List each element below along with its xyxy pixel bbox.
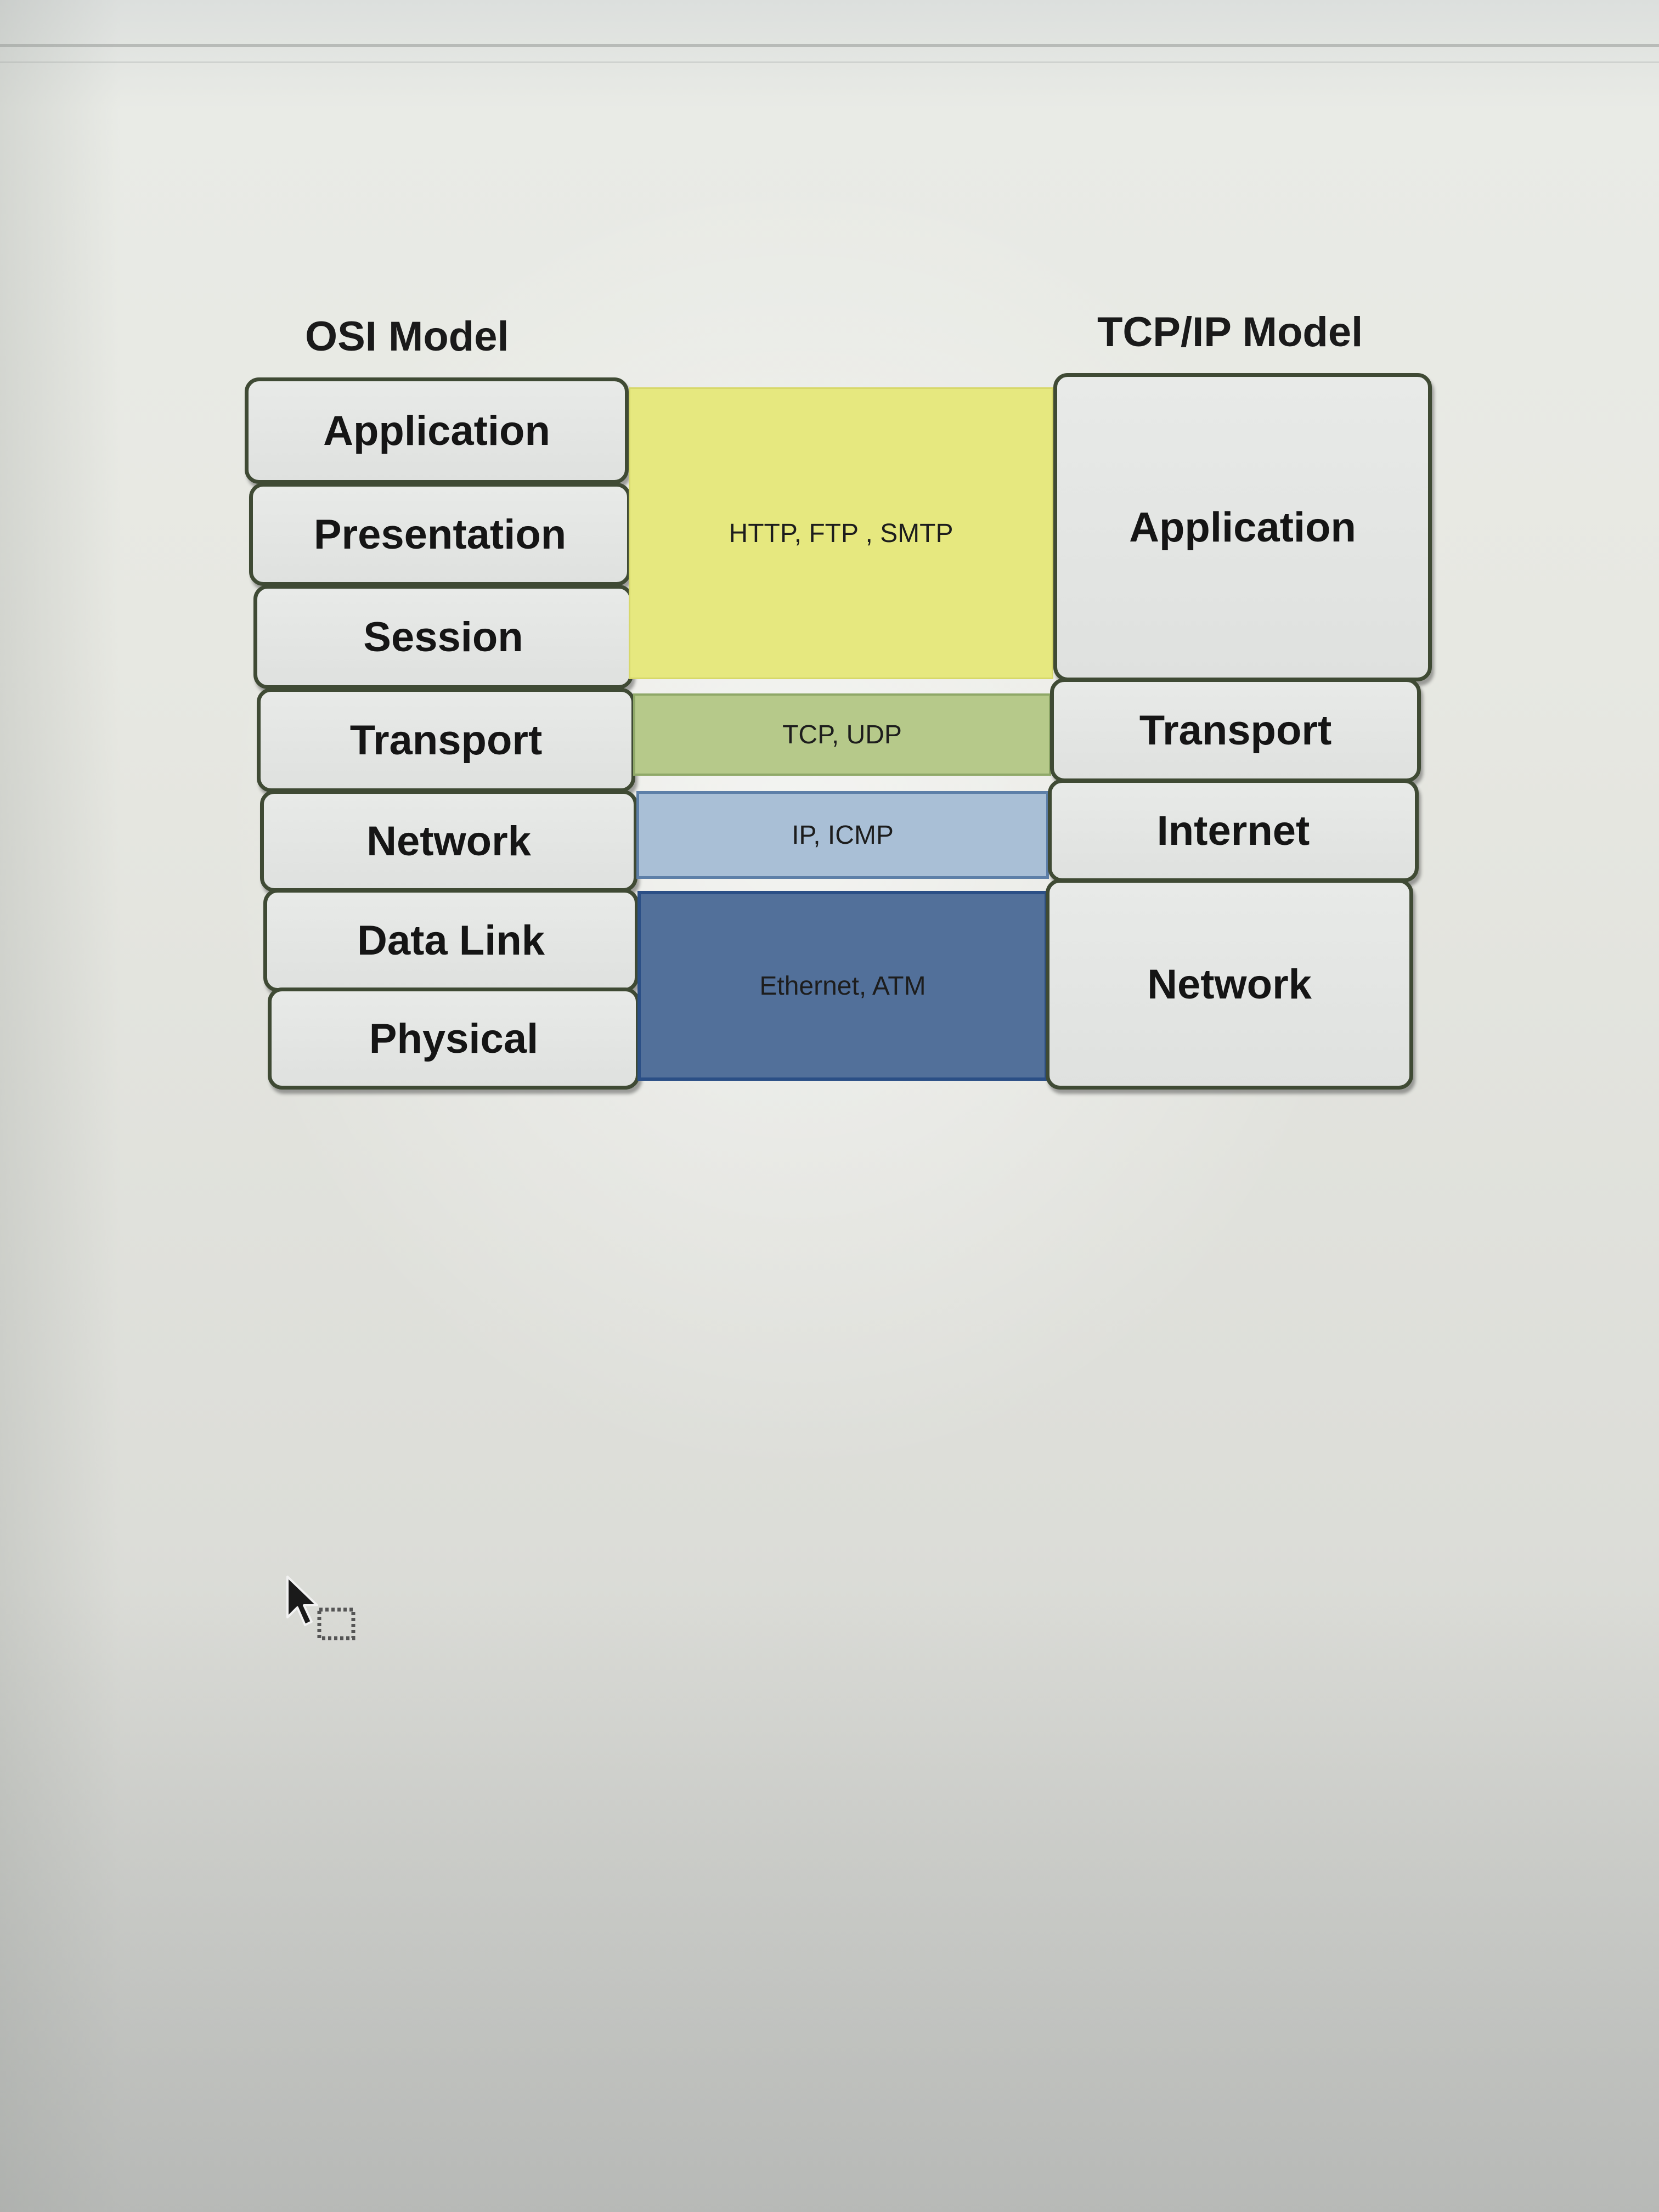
protocol-band-network: Ethernet, ATM [637,891,1048,1081]
mouse-pointer-with-selection-icon [285,1575,368,1646]
osi-layer-data-link: Data Link [263,889,639,992]
osi-layer-label: Application [323,407,550,454]
osi-layer-transport: Transport [257,688,635,792]
osi-layer-network: Network [260,790,637,892]
osi-layer-label: Session [363,613,523,661]
tcpip-layer-transport: Transport [1050,678,1421,782]
osi-model-title: OSI Model [305,313,509,360]
tcpip-layer-label: Network [1147,961,1312,1008]
window-top-edge [0,44,1659,47]
protocol-label: TCP, UDP [782,720,902,749]
screen-vignette-bottom [0,1591,1659,2212]
tcpip-layer-label: Application [1129,504,1356,551]
protocol-band-internet: IP, ICMP [636,791,1049,879]
osi-layer-label: Data Link [357,917,545,964]
osi-layer-label: Network [366,817,531,865]
tcpip-layer-application: Application [1053,373,1432,681]
screen-vignette-left [0,0,121,2212]
protocol-band-transport: TCP, UDP [633,693,1051,776]
protocol-band-application: HTTP, FTP , SMTP [629,387,1053,679]
osi-layer-label: Presentation [313,511,567,558]
osi-layer-presentation: Presentation [249,483,631,586]
window-top-edge-highlight [0,61,1659,63]
protocol-label: IP, ICMP [792,820,894,850]
tcpip-layer-internet: Internet [1048,779,1419,882]
tcpip-model-title: TCP/IP Model [1097,309,1363,356]
osi-layer-session: Session [253,585,633,689]
osi-layer-application: Application [245,377,629,484]
protocol-label: HTTP, FTP , SMTP [729,518,953,548]
tcpip-layer-network: Network [1046,879,1413,1090]
osi-layer-label: Physical [369,1015,539,1062]
tcpip-layer-label: Transport [1139,707,1332,754]
tcpip-layer-label: Internet [1156,807,1310,854]
osi-layer-physical: Physical [268,988,640,1090]
osi-tcpip-diagram: OSI Model TCP/IP Model Application Prese… [245,309,1432,1090]
osi-layer-label: Transport [349,716,543,764]
protocol-label: Ethernet, ATM [759,971,926,1001]
